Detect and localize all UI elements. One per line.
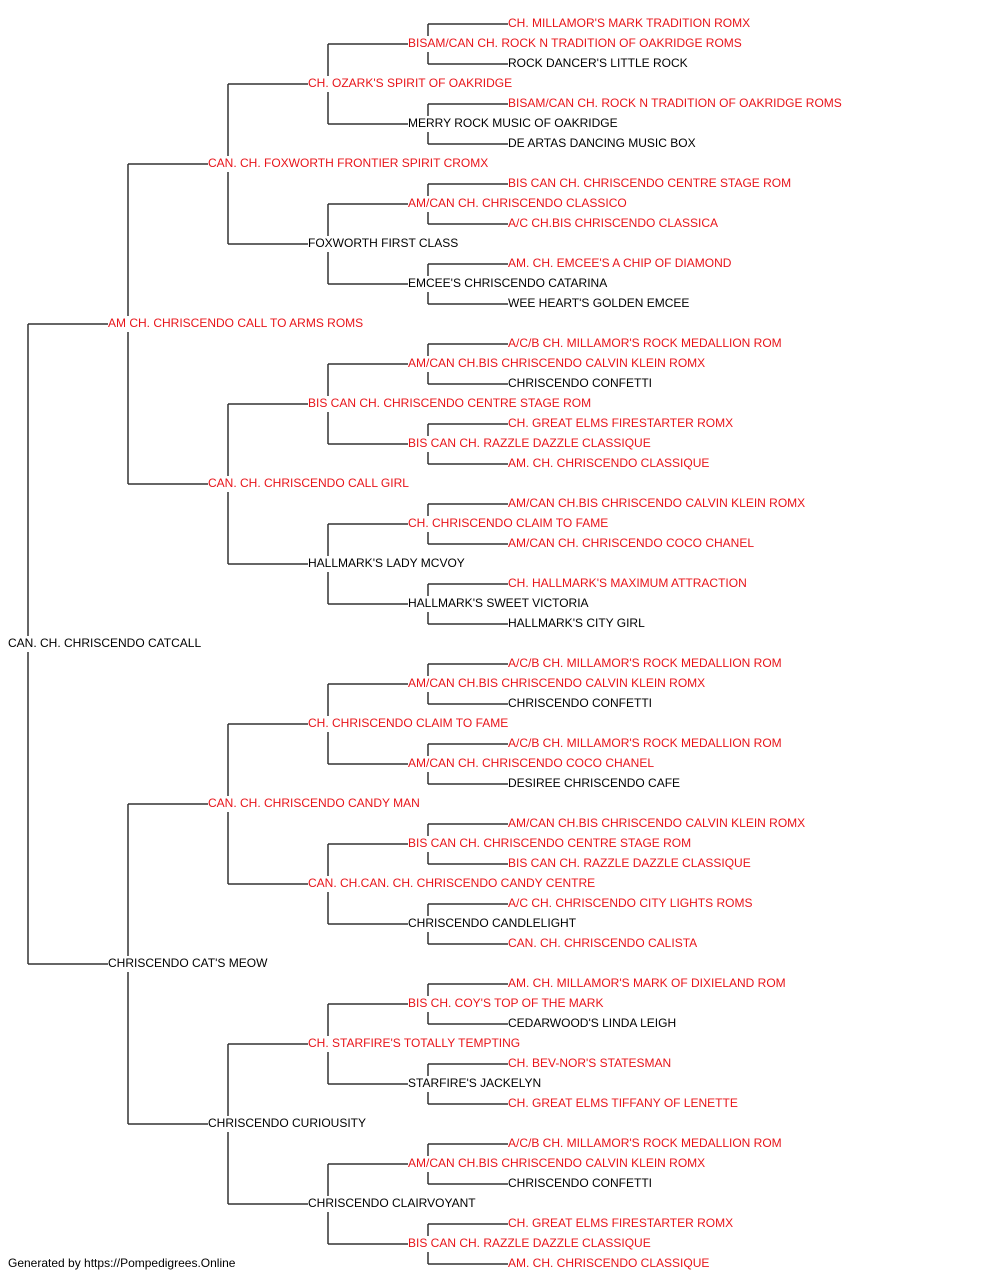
generated-by-footer: Generated by https://Pompedigrees.Online [8,1256,236,1270]
sire-name-gen3: CH. STARFIRE'S TOTALLY TEMPTING [308,1036,520,1050]
sire-name-gen5: A/C/B CH. MILLAMOR'S ROCK MEDALLION ROM [508,336,782,350]
sire-name-gen4: CH. CHRISCENDO CLAIM TO FAME [408,516,608,530]
sire-name-gen4: AM/CAN CH. CHRISCENDO CLASSICO [408,196,627,210]
sire-name-gen5: BIS CAN CH. CHRISCENDO CENTRE STAGE ROM [508,176,791,190]
dam-name-gen4: BIS CAN CH. RAZZLE DAZZLE CLASSIQUE [408,436,651,450]
dam-name-gen5: AM. CH. CHRISCENDO CLASSIQUE [508,1256,709,1270]
sire-name-gen4: AM/CAN CH.BIS CHRISCENDO CALVIN KLEIN RO… [408,676,705,690]
sire-name-gen5: A/C/B CH. MILLAMOR'S ROCK MEDALLION ROM [508,656,782,670]
dam-name-gen4: BIS CAN CH. RAZZLE DAZZLE CLASSIQUE [408,1236,651,1250]
dam-name-gen2: CAN. CH. CHRISCENDO CALL GIRL [208,476,409,490]
sire-name-gen4: AM/CAN CH.BIS CHRISCENDO CALVIN KLEIN RO… [408,356,705,370]
dam-name-gen5: ROCK DANCER'S LITTLE ROCK [508,56,688,70]
dam-name-gen5: CHRISCENDO CONFETTI [508,1176,652,1190]
sire-name-gen5: CH. HALLMARK'S MAXIMUM ATTRACTION [508,576,747,590]
dam-name-gen4: EMCEE'S CHRISCENDO CATARINA [408,276,607,290]
dam-name-gen5: AM. CH. CHRISCENDO CLASSIQUE [508,456,709,470]
dam-name-gen5: CEDARWOOD'S LINDA LEIGH [508,1016,676,1030]
dam-name-gen5: CHRISCENDO CONFETTI [508,376,652,390]
dam-name-gen5: HALLMARK'S CITY GIRL [508,616,645,630]
sire-name-gen5: AM/CAN CH.BIS CHRISCENDO CALVIN KLEIN RO… [508,816,805,830]
sire-name-gen3: BIS CAN CH. CHRISCENDO CENTRE STAGE ROM [308,396,591,410]
dam-name-gen3: HALLMARK'S LADY MCVOY [308,556,465,570]
sire-name-gen3: CH. CHRISCENDO CLAIM TO FAME [308,716,508,730]
dam-name-gen4: STARFIRE'S JACKELYN [408,1076,541,1090]
dam-name-gen5: CAN. CH. CHRISCENDO CALISTA [508,936,697,950]
sire-name-gen5: AM/CAN CH.BIS CHRISCENDO CALVIN KLEIN RO… [508,496,805,510]
dam-name-gen5: CH. GREAT ELMS TIFFANY OF LENETTE [508,1096,738,1110]
sire-name-gen5: CH. GREAT ELMS FIRESTARTER ROMX [508,416,733,430]
dam-name-gen4: MERRY ROCK MUSIC OF OAKRIDGE [408,116,618,130]
dam-name-gen3: CAN. CH.CAN. CH. CHRISCENDO CANDY CENTRE [308,876,595,890]
dam-name-gen2: CHRISCENDO CURIOUSITY [208,1116,366,1130]
sire-name-gen5: AM. CH. EMCEE'S A CHIP OF DIAMOND [508,256,732,270]
dam-name-gen5: CHRISCENDO CONFETTI [508,696,652,710]
sire-name-gen1: AM CH. CHRISCENDO CALL TO ARMS ROMS [108,316,363,330]
sire-name-gen5: CH. BEV-NOR'S STATESMAN [508,1056,671,1070]
sire-name-gen4: BISAM/CAN CH. ROCK N TRADITION OF OAKRID… [408,36,742,50]
sire-name-gen5: AM. CH. MILLAMOR'S MARK OF DIXIELAND ROM [508,976,786,990]
sire-name-gen5: A/C/B CH. MILLAMOR'S ROCK MEDALLION ROM [508,736,782,750]
sire-name-gen5: A/C CH. CHRISCENDO CITY LIGHTS ROMS [508,896,752,910]
sire-name-gen4: AM/CAN CH.BIS CHRISCENDO CALVIN KLEIN RO… [408,1156,705,1170]
dam-name-gen5: BIS CAN CH. RAZZLE DAZZLE CLASSIQUE [508,856,751,870]
sire-name-gen4: BIS CAN CH. CHRISCENDO CENTRE STAGE ROM [408,836,691,850]
sire-name-gen3: CH. OZARK'S SPIRIT OF OAKRIDGE [308,76,512,90]
dam-name-gen4: HALLMARK'S SWEET VICTORIA [408,596,589,610]
sire-name-gen2: CAN. CH. CHRISCENDO CANDY MAN [208,796,420,810]
sire-name-gen2: CAN. CH. FOXWORTH FRONTIER SPIRIT CROMX [208,156,488,170]
sire-name-gen5: CH. GREAT ELMS FIRESTARTER ROMX [508,1216,733,1230]
dam-name-gen1: CHRISCENDO CAT'S MEOW [108,956,268,970]
dam-name-gen3: CHRISCENDO CLAIRVOYANT [308,1196,476,1210]
sire-name-gen4: BIS CH. COY'S TOP OF THE MARK [408,996,603,1010]
dam-name-gen5: AM/CAN CH. CHRISCENDO COCO CHANEL [508,536,754,550]
dam-name-gen4: CHRISCENDO CANDLELIGHT [408,916,577,930]
dam-name-gen3: FOXWORTH FIRST CLASS [308,236,458,250]
dam-name-gen5: WEE HEART'S GOLDEN EMCEE [508,296,689,310]
dam-name-gen5: DE ARTAS DANCING MUSIC BOX [508,136,696,150]
subject-name-gen0: CAN. CH. CHRISCENDO CATCALL [8,636,201,650]
dam-name-gen5: DESIREE CHRISCENDO CAFE [508,776,680,790]
sire-name-gen5: BISAM/CAN CH. ROCK N TRADITION OF OAKRID… [508,96,842,110]
sire-name-gen5: CH. MILLAMOR'S MARK TRADITION ROMX [508,16,750,30]
dam-name-gen5: A/C CH.BIS CHRISCENDO CLASSICA [508,216,718,230]
sire-name-gen5: A/C/B CH. MILLAMOR'S ROCK MEDALLION ROM [508,1136,782,1150]
dam-name-gen4: AM/CAN CH. CHRISCENDO COCO CHANEL [408,756,654,770]
